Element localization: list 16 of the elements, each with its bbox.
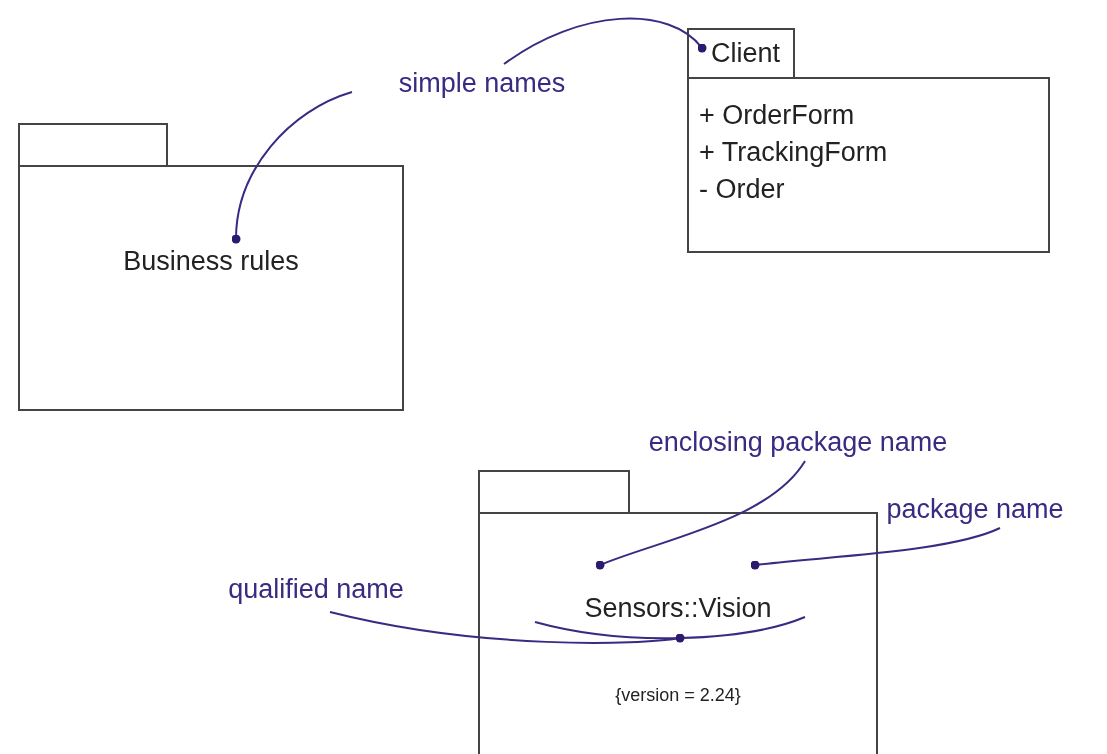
package-member: + OrderForm	[699, 101, 856, 130]
package-name: Client	[711, 40, 781, 67]
leader-line	[750, 527, 1001, 570]
package-member: - Order	[699, 175, 786, 204]
leader-line	[595, 460, 806, 570]
annotation-label: qualified name	[228, 575, 404, 603]
annotation-label: package name	[886, 495, 1064, 523]
package-name: Sensors::Vision	[584, 595, 772, 622]
package-name: Business rules	[123, 248, 299, 275]
package-member: + TrackingForm	[699, 138, 889, 167]
leader-line	[329, 611, 685, 644]
annotation-label: enclosing package name	[648, 428, 948, 456]
package-property: {version = 2.24}	[615, 686, 741, 704]
leader-line	[231, 91, 353, 244]
leader-line	[503, 17, 707, 65]
annotation-label: simple names	[398, 69, 566, 97]
